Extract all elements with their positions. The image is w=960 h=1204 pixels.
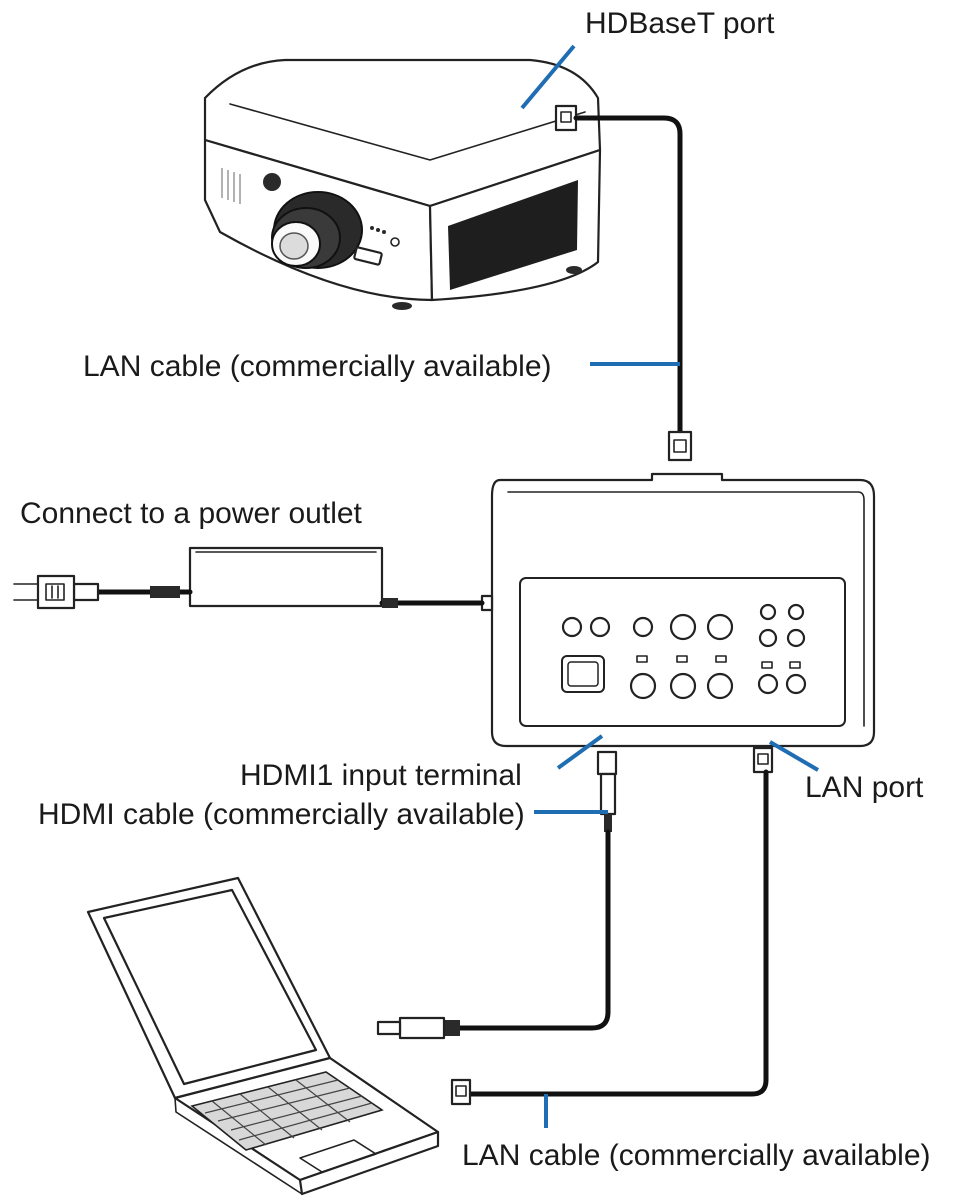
label-power-outlet: Connect to a power outlet [20, 497, 363, 530]
power-adapter-icon [13, 546, 485, 610]
label-lan-port: LAN port [805, 771, 924, 804]
leader-lan-port [768, 740, 820, 772]
hdbaset-transmitter-icon [480, 472, 876, 748]
label-lan-cable-bottom: LAN cable (commercially available) [462, 1139, 931, 1172]
label-hdmi-cable: HDMI cable (commercially available) [38, 798, 525, 831]
lan-cable-top [554, 104, 693, 462]
hdmi-cable [376, 750, 618, 1040]
laptop-icon [86, 876, 440, 1196]
leader-hdbaset-port [520, 44, 576, 110]
leader-hdmi1-input [556, 734, 604, 770]
label-hdbaset-port: HDBaseT port [585, 7, 775, 40]
projector-icon [203, 58, 602, 310]
label-hdmi1-input: HDMI1 input terminal [240, 759, 522, 792]
lan-cable-bottom [450, 746, 774, 1106]
label-lan-cable-top: LAN cable (commercially available) [83, 350, 552, 383]
